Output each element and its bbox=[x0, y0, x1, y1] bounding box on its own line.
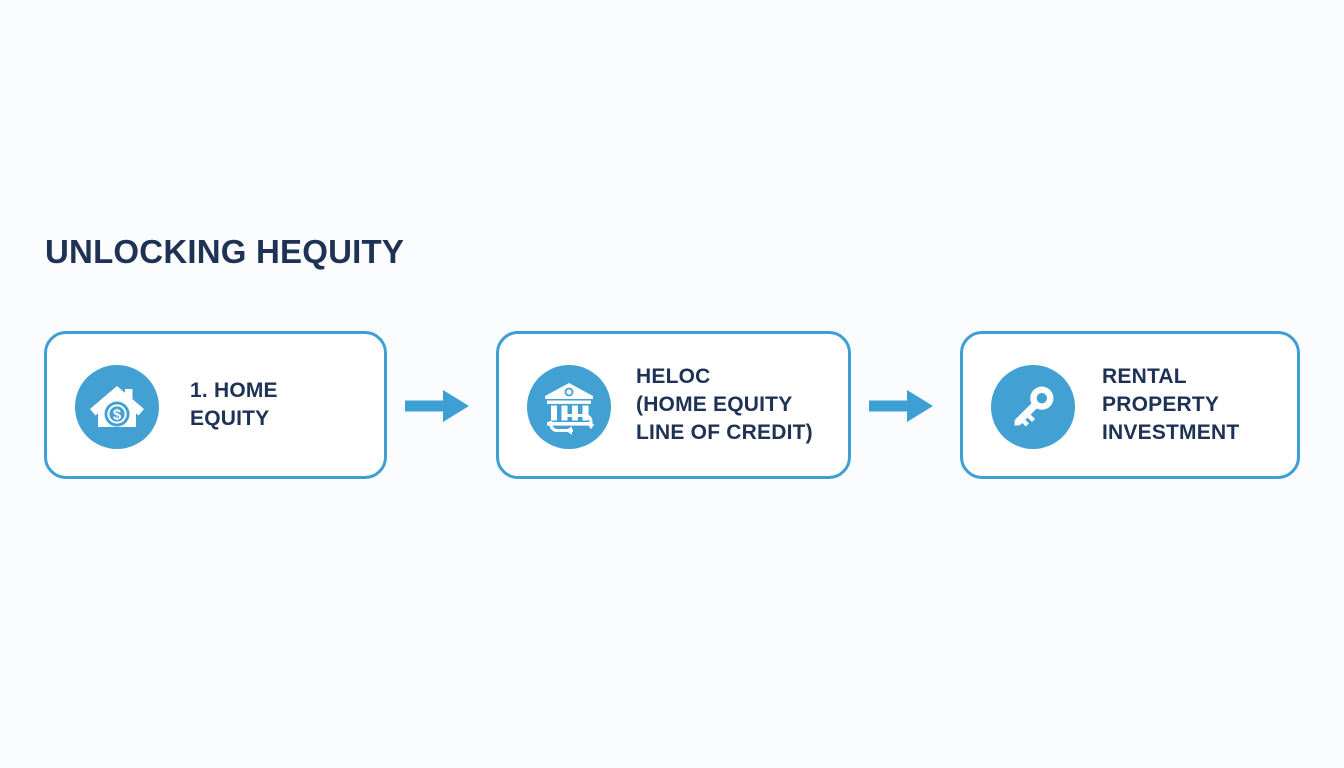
arrow-right-icon-2 bbox=[869, 389, 933, 423]
arrow-right-icon-1 bbox=[405, 389, 469, 423]
flow-step-label-2: HELOC (HOME EQUITY LINE OF CREDIT) bbox=[636, 365, 813, 444]
flow-step-label-1: 1. HOME EQUITY bbox=[190, 379, 278, 430]
flow-step-card-2[interactable]: HELOC (HOME EQUITY LINE OF CREDIT) bbox=[496, 331, 851, 479]
bank-exchange-icon bbox=[527, 365, 611, 449]
house-dollar-icon: $ bbox=[75, 365, 159, 449]
flow-step-card-3[interactable]: RENTAL PROPERTY INVESTMENT bbox=[960, 331, 1300, 479]
flow-step-label-3: RENTAL PROPERTY INVESTMENT bbox=[1102, 365, 1240, 444]
flow-row: $ 1. HOME EQUITY bbox=[0, 331, 1344, 479]
key-icon bbox=[991, 365, 1075, 449]
page-title: UNLOCKING HEQUITY bbox=[45, 233, 405, 270]
flow-step-card-1[interactable]: $ 1. HOME EQUITY bbox=[44, 331, 387, 479]
svg-text:$: $ bbox=[113, 407, 122, 424]
